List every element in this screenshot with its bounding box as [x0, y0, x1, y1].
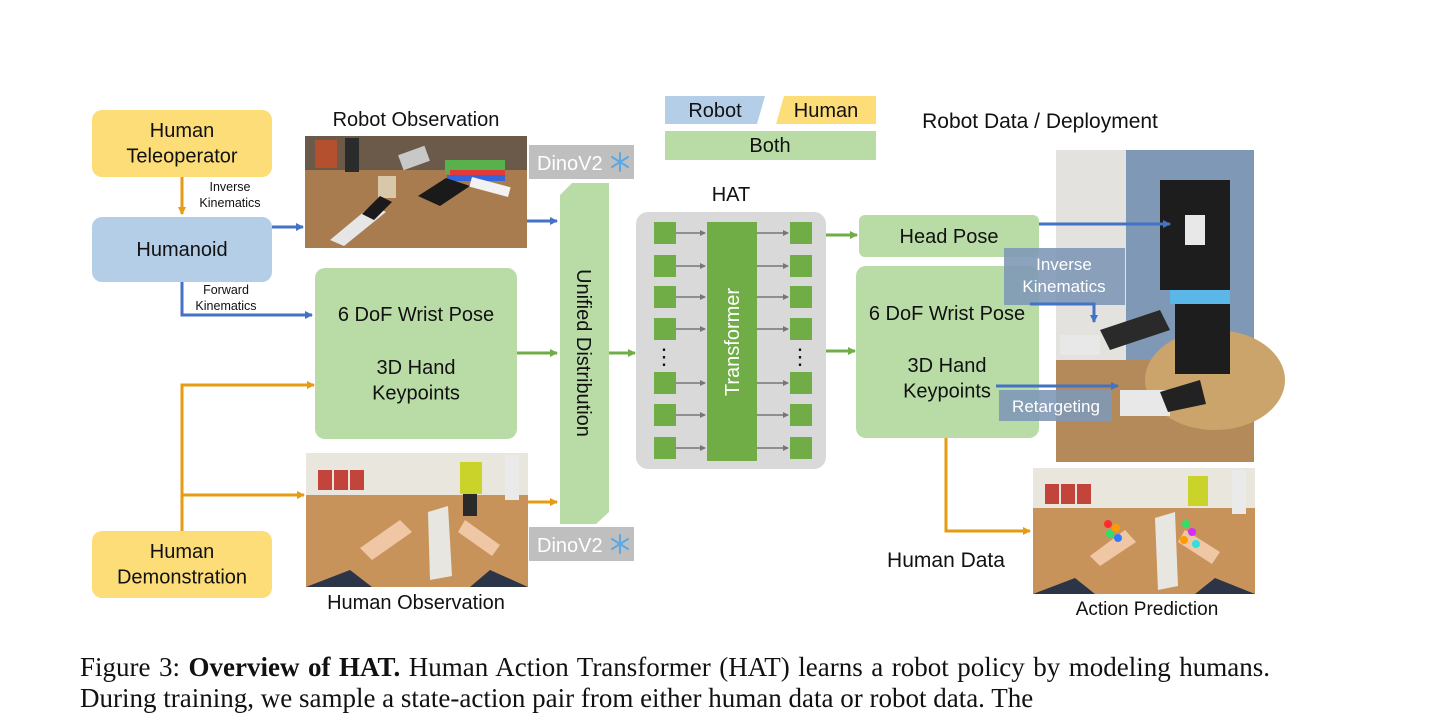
hat-output-token: [790, 318, 812, 340]
human-data-label: Human Data: [887, 549, 1005, 572]
inverse-kinematics-overlay-box: [1004, 248, 1125, 305]
hat-output-token: [790, 222, 812, 244]
hat-output-token: [790, 437, 812, 459]
dino-bottom-box: [529, 527, 634, 561]
robot-observation-label: Robot Observation: [333, 109, 500, 131]
hat-input-ellipsis: ⋮: [653, 344, 675, 369]
legend-human-label: Human: [794, 100, 858, 122]
legend-both-label: Both: [749, 135, 790, 157]
unified-distribution-box: [560, 183, 609, 524]
transformer-label: Transformer: [722, 288, 744, 397]
hat-input-token: [654, 437, 676, 459]
figure-caption: Figure 3: Overview of HAT. Human Action …: [80, 652, 1270, 714]
left-state-box: [315, 268, 517, 439]
left-wrist-pose-label: 6 DoF Wrist Pose: [338, 304, 494, 326]
dino-bottom-snowflake-icon: [611, 534, 629, 554]
hat-input-token: [654, 255, 676, 277]
action-prediction-label: Action Prediction: [1076, 599, 1219, 620]
caption-bold-title: Overview of HAT.: [188, 652, 401, 682]
dino-bottom-label: DinoV2: [537, 535, 603, 557]
wrist-to-ik-arrow: [1030, 302, 1098, 323]
caption-text: Human Action Transformer (HAT) learns a …: [80, 652, 1270, 713]
retargeting-overlay-box: [999, 390, 1112, 421]
dino-top-label: DinoV2: [537, 153, 603, 175]
hat-output-token: [790, 372, 812, 394]
hat-token-grid: [654, 222, 812, 459]
retargeting-label: Retargeting: [1012, 397, 1100, 416]
human-observation-image: [306, 453, 528, 587]
demonstration-branch-arrow: [180, 381, 315, 531]
humanoid-box: [92, 217, 272, 282]
hat-output-token: [790, 286, 812, 308]
hat-input-token: [654, 404, 676, 426]
hat-output-ellipsis: ⋮: [789, 344, 811, 369]
caption-prefix: Figure 3:: [80, 652, 189, 682]
humanoid-label: Humanoid: [136, 239, 227, 261]
state-to-action-prediction-arrow: [944, 438, 1031, 535]
action-prediction-image: [1033, 468, 1255, 594]
hat-output-token: [790, 404, 812, 426]
robot-deployment-label: Robot Data / Deployment: [922, 110, 1158, 133]
demonstration-box: [92, 531, 272, 598]
transformer-block: [707, 222, 757, 461]
legend-human-swatch: [776, 96, 876, 124]
legend-robot-label: Robot: [688, 100, 742, 122]
legend: Robot Human Both: [665, 96, 876, 160]
head-pose-box: [859, 215, 1039, 257]
head-pose-label: Head Pose: [900, 226, 999, 248]
legend-both-swatch: [665, 131, 876, 160]
dino-top-snowflake-icon: [611, 152, 629, 172]
hat-output-token: [790, 255, 812, 277]
forward-kinematics-arrow: [180, 282, 313, 319]
teleoperator-box: [92, 110, 272, 177]
human-observation-label: Human Observation: [327, 592, 505, 614]
hat-input-token: [654, 222, 676, 244]
hat-title: HAT: [712, 184, 751, 206]
hat-input-token: [654, 372, 676, 394]
hat-input-token: [654, 318, 676, 340]
robot-observation-image: [305, 136, 527, 248]
right-state-box: [856, 266, 1039, 438]
dino-top-box: [529, 145, 634, 179]
unified-distribution-label: Unified Distribution: [572, 269, 594, 437]
legend-robot-swatch: [665, 96, 765, 124]
right-wrist-pose-label: 6 DoF Wrist Pose: [869, 303, 1025, 325]
hat-input-token: [654, 286, 676, 308]
